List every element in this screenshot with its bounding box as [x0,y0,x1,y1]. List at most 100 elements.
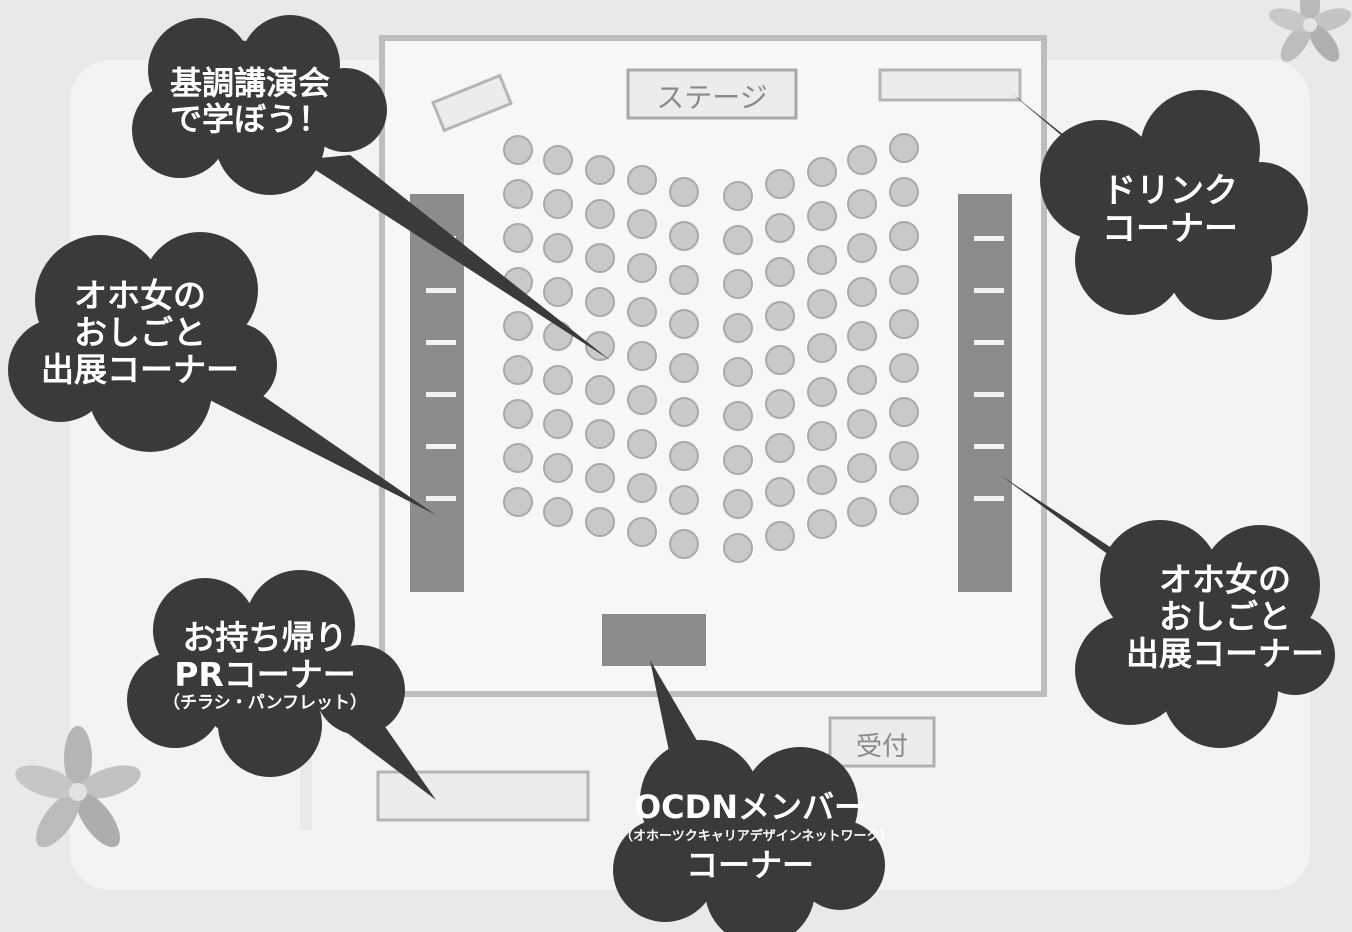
seat [889,133,919,163]
seat [723,225,753,255]
seat [807,245,837,275]
ocdn-line-2: （オホーツクキャリアデザインネットワーク） [620,828,893,844]
seat [543,409,573,439]
seat [543,145,573,175]
seat [807,157,837,187]
exhibit-right-line-1: オホ女の [1159,560,1291,599]
booth-table-mark [426,392,456,397]
exhibit-left-line-3: 出展コーナー [41,349,239,389]
seat [723,445,753,475]
exhibit-left-line-2: おしごと [74,312,206,352]
seat [585,463,615,493]
seat [627,385,657,415]
seat [585,243,615,273]
seat [889,353,919,383]
seat [627,429,657,459]
pr-callout-text: お持ち帰り PRコーナー （チラシ・パンフレット） [150,618,380,713]
keynote-callout-cloud [132,15,610,360]
seat [765,169,795,199]
seat [807,333,837,363]
seat [847,277,877,307]
seat [585,331,615,361]
seat [765,389,795,419]
seat [847,321,877,351]
booth-table-mark [974,444,1004,449]
seat [669,309,699,339]
booth-table-mark [974,340,1004,345]
seat [669,441,699,471]
seat [723,533,753,563]
pr-line-1: お持ち帰り [182,618,348,657]
seat [503,223,533,253]
seat [627,253,657,283]
seat [669,265,699,295]
seat [889,441,919,471]
seat [585,287,615,317]
seat [765,433,795,463]
stage-label: ステージ [656,81,768,114]
seat [765,213,795,243]
exhibit-right-line-2: おしごと [1159,596,1291,636]
seat [669,529,699,559]
seat [723,489,753,519]
seat [585,419,615,449]
reception-desk [828,716,936,768]
seat [543,453,573,483]
seat [889,485,919,515]
seat [723,401,753,431]
seat [543,277,573,307]
reception-label: 受付 [855,732,908,762]
seat [847,189,877,219]
seat [503,355,533,385]
ocdn-line-1: OCDNメンバー [633,788,867,826]
drink-line-2: コーナー [1102,209,1238,250]
seat [669,353,699,383]
seat [847,453,877,483]
keynote-callout-text: 基調講演会 で学ぼう！ [150,64,350,138]
ocdn-callout-text: OCDNメンバー （オホーツクキャリアデザインネットワーク） コーナー [620,788,893,884]
seat [585,155,615,185]
pr-line-3: （チラシ・パンフレット） [163,692,367,713]
seat [889,309,919,339]
seat [503,135,533,165]
keynote-line-1: 基調講演会 [169,64,330,102]
seat [503,399,533,429]
seat [723,357,753,387]
seat [723,269,753,299]
seat [847,233,877,263]
ocdn-callout-cloud [613,660,885,932]
seat [543,497,573,527]
booth-table-mark [426,444,456,449]
booth-table-mark [426,340,456,345]
seat [627,517,657,547]
seat [889,177,919,207]
exhibit-left-callout-cloud [8,232,436,515]
seat [585,375,615,405]
seat [807,421,837,451]
seat [847,497,877,527]
seat [503,311,533,341]
seat [543,233,573,263]
podium [431,73,513,133]
seat [543,189,573,219]
ocdn-booth [602,614,706,666]
seat [723,181,753,211]
seat [889,265,919,295]
flower-bottom-left-icon [15,726,141,848]
seat [669,485,699,515]
drink-line-1: ドリンク [1102,171,1238,211]
seat [765,345,795,375]
flower-top-right-icon [1268,0,1352,62]
booth-table-mark [426,288,456,293]
exhibit-right-callout-text: オホ女の おしごと 出展コーナー [1112,560,1338,673]
seat [585,507,615,537]
drink-counter [878,68,1022,102]
exhibit-left-callout-text: オホ女の おしごと 出展コーナー [30,277,250,389]
seat [503,487,533,517]
seat [847,365,877,395]
pr-line-2: PRコーナー [174,654,356,694]
booth-table-mark [974,236,1004,241]
keynote-line-2: で学ぼう！ [169,99,330,138]
